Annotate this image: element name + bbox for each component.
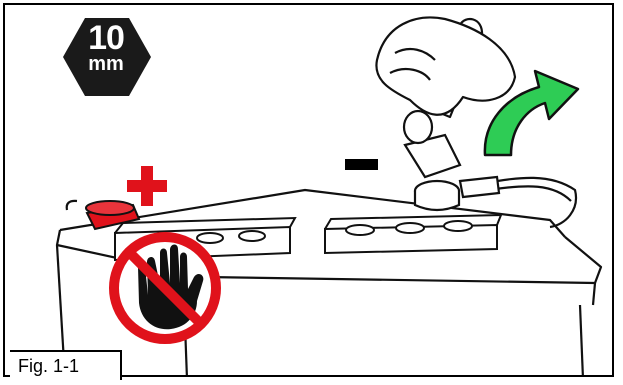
positive-symbol-icon <box>127 166 167 206</box>
no-touch-hand-icon <box>114 237 216 339</box>
figure-frame: 10 mm <box>3 3 614 377</box>
negative-symbol-icon <box>345 159 378 170</box>
socket-size-value: 10 <box>63 21 149 55</box>
right-cell-block <box>325 215 501 253</box>
figure-label: Fig. 1-1 <box>10 350 122 380</box>
hex-socket-size: 10 mm <box>63 21 149 74</box>
positive-terminal <box>86 201 139 229</box>
hand-with-wrench <box>376 18 515 117</box>
socket-size-unit: mm <box>63 54 149 74</box>
